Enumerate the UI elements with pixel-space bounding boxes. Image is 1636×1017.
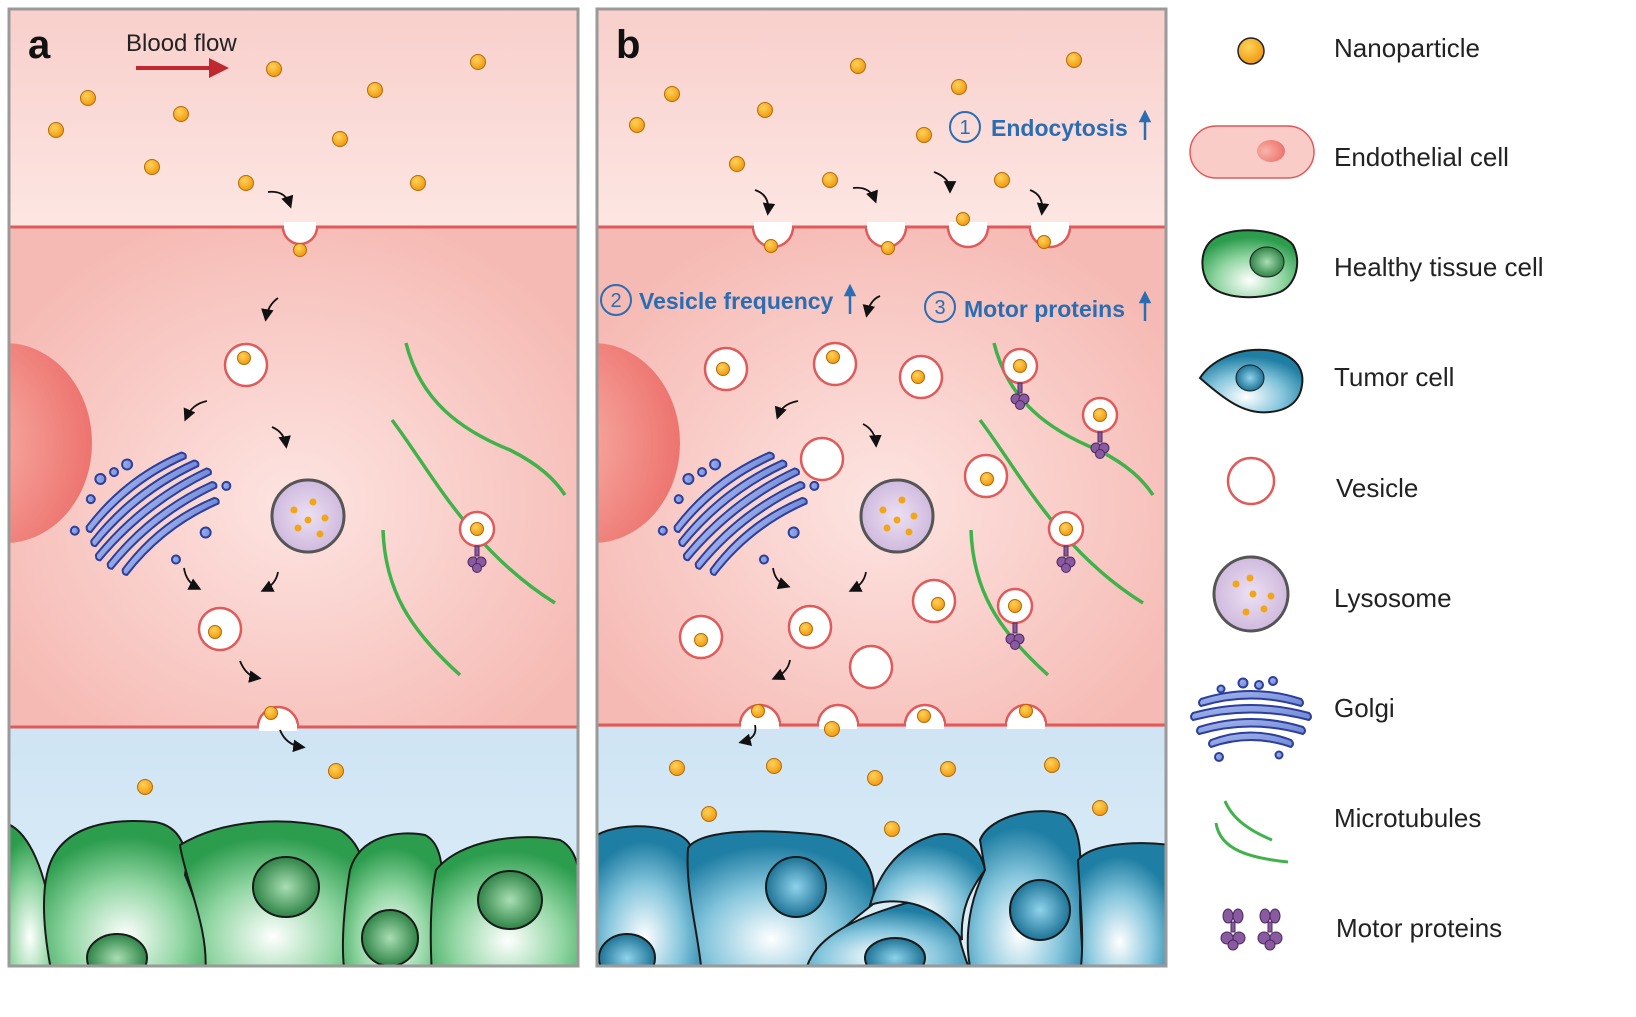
microtubules-icon	[1214, 800, 1289, 864]
legend-item-motor-proteins: Motor proteins	[1220, 908, 1502, 951]
golgi	[657, 451, 820, 576]
microtubules	[381, 342, 567, 677]
tumor-cell-icon	[1198, 348, 1304, 414]
legend-item-golgi: Golgi	[1190, 676, 1395, 762]
endothelial-nucleus	[9, 343, 92, 543]
legend-label: Tumor cell	[1334, 362, 1454, 392]
legend-label: Nanoparticle	[1334, 33, 1480, 63]
golgi-icon	[1190, 676, 1312, 762]
legend-item-healthy-tissue-cell: Healthy tissue cell	[1201, 229, 1544, 299]
lysosome	[270, 478, 346, 554]
healthy-tissue-cells	[9, 820, 578, 966]
annotation-label: Motor proteins	[964, 296, 1125, 322]
vesicles-with-motor-proteins	[996, 347, 1119, 650]
legend-label: Motor proteins	[1336, 913, 1502, 943]
transport-arrows	[738, 171, 1050, 746]
nanoparticle-icon	[1237, 37, 1265, 65]
nanoparticles	[48, 54, 486, 795]
legend-item-nanoparticle: Nanoparticle	[1237, 33, 1480, 65]
legend-item-endothelial-cell: Endothelial cell	[1189, 125, 1509, 179]
panel-a-normal-tissue: Blood flow a	[7, 7, 580, 968]
annotation-number: 2	[610, 290, 621, 312]
vesicle-icon	[1226, 456, 1276, 506]
vesicle-with-motor-protein	[458, 510, 496, 573]
legend-label: Microtubules	[1334, 803, 1481, 833]
annotation-number: 1	[959, 117, 970, 139]
endothelial-nucleus	[597, 343, 680, 543]
healthy-tissue-cell-icon	[1201, 229, 1299, 299]
nanoparticles	[629, 52, 1108, 837]
motor-proteins-icon	[1220, 908, 1283, 951]
legend-item-tumor-cell: Tumor cell	[1198, 348, 1454, 414]
golgi	[69, 451, 232, 576]
legend-label: Lysosome	[1334, 583, 1452, 613]
annotation-label: Vesicle frequency	[639, 288, 834, 314]
panel-b-frame	[595, 7, 1168, 968]
panel-b-letter: b	[616, 23, 640, 67]
panel-b-tumor-tissue: 1 Endocytosis 2 Vesicle frequency 3 Moto…	[595, 7, 1168, 968]
tumor-cells	[597, 810, 1166, 966]
endothelial-cell-icon	[1189, 125, 1315, 179]
panel-a-frame	[7, 7, 580, 968]
blood-flow-label: Blood flow	[126, 30, 237, 57]
annotation-motor-proteins: 3 Motor proteins	[924, 290, 1152, 323]
legend-item-lysosome: Lysosome	[1212, 555, 1452, 633]
microtubules	[969, 342, 1155, 677]
legend-item-microtubules: Microtubules	[1214, 800, 1481, 864]
panel-a-letter: a	[28, 23, 51, 67]
blood-vessel-lumen	[597, 9, 1166, 227]
lysosome-icon	[1212, 555, 1290, 633]
annotation-vesicle-frequency: 2 Vesicle frequency	[600, 283, 857, 316]
vesicles	[197, 222, 319, 731]
legend-item-vesicle: Vesicle	[1226, 456, 1418, 506]
annotation-label: Endocytosis	[991, 115, 1128, 141]
legend: Nanoparticle Endothelial cell Healthy ti…	[1189, 33, 1544, 951]
legend-label: Golgi	[1334, 693, 1395, 723]
legend-label: Vesicle	[1336, 473, 1418, 503]
transport-arrows	[183, 190, 306, 753]
vesicles	[678, 212, 1072, 729]
annotation-endocytosis: 1 Endocytosis	[949, 109, 1152, 143]
endothelial-cell-body	[9, 227, 578, 727]
legend-label: Healthy tissue cell	[1334, 252, 1544, 282]
legend-label: Endothelial cell	[1334, 142, 1509, 172]
annotation-number: 3	[934, 297, 945, 319]
lysosome	[859, 478, 935, 554]
blood-vessel-lumen	[9, 9, 578, 227]
